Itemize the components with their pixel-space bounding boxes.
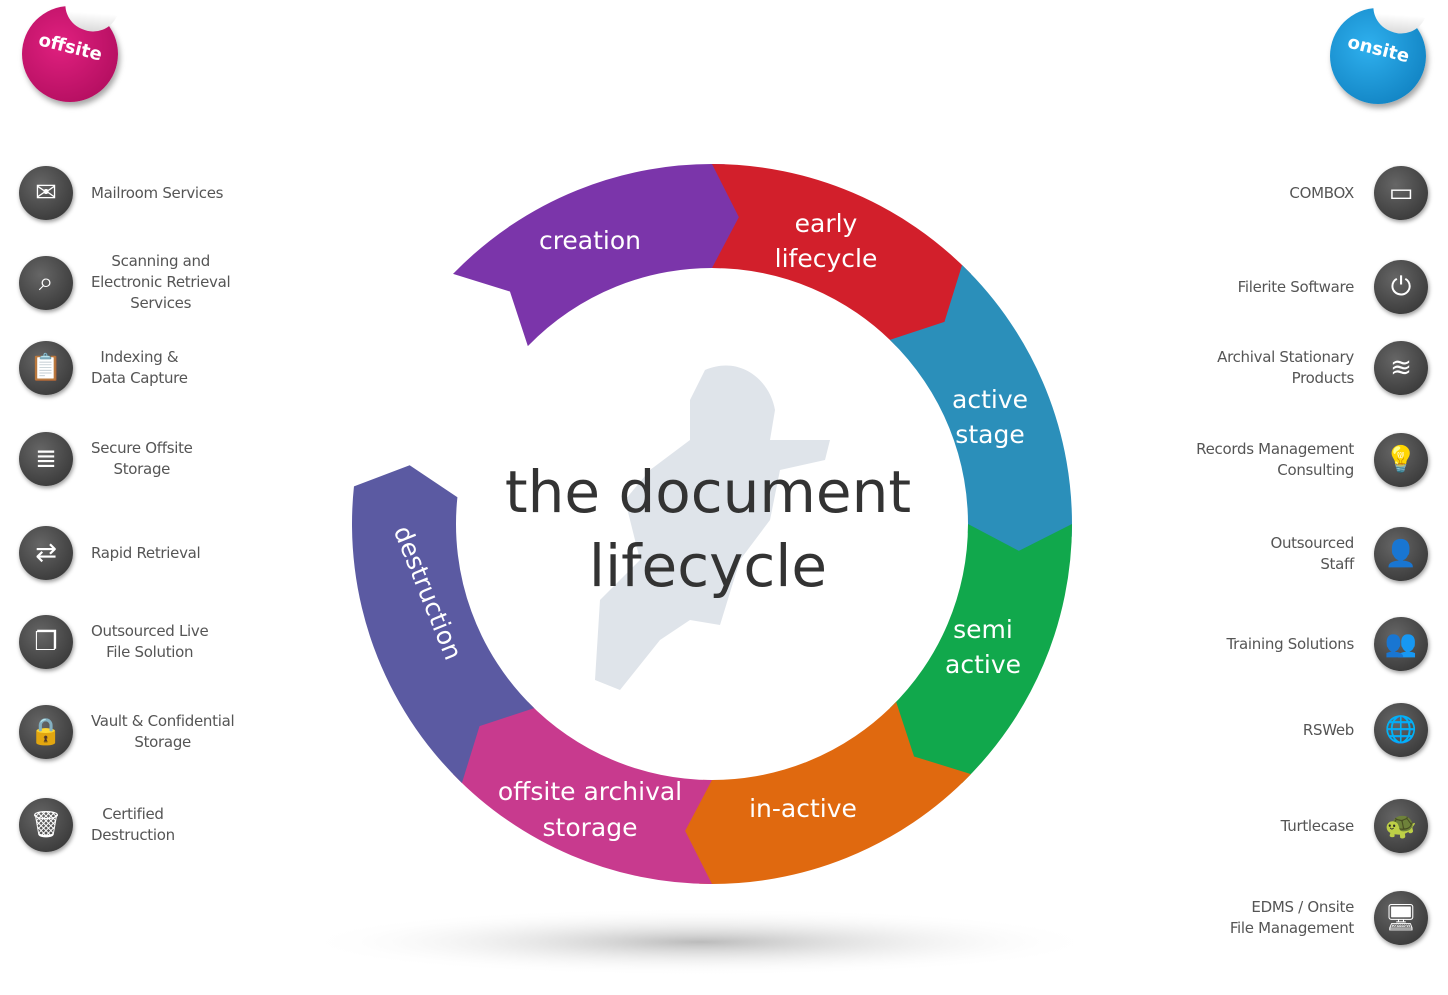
stage-active-label-2: stage <box>955 420 1024 449</box>
service-label: Vault & Confidential Storage <box>91 712 235 751</box>
onsite-service-item[interactable]: 🌐 RSWeb <box>1303 703 1428 757</box>
database-icon: ≣ <box>19 432 73 486</box>
service-label: Outsourced Staff <box>1270 534 1354 573</box>
ring-shadow <box>300 908 1100 976</box>
service-label: Outsourced Live File Solution <box>91 622 209 661</box>
layers-icon: ≋ <box>1374 341 1428 395</box>
stage-creation-label: creation <box>539 226 641 255</box>
stage-offsite-archival-storage-segment <box>453 701 712 884</box>
service-label: Mailroom Services <box>91 183 224 202</box>
service-label: Secure Offsite Storage <box>91 439 193 478</box>
onsite-service-item[interactable]: ≋ Archival Stationary Products <box>1217 341 1428 395</box>
stage-early-lifecycle-segment <box>712 164 971 347</box>
service-label: COMBOX <box>1289 183 1354 202</box>
stage-semi-label-2: active <box>945 650 1021 679</box>
service-label: Scanning and Electronic Retrieval Servic… <box>91 252 231 312</box>
person-icon: 👤 <box>1374 527 1428 581</box>
service-label: Records Management Consulting <box>1196 440 1354 479</box>
lightbulb-icon: 💡 <box>1374 433 1428 487</box>
exchange-arrows-icon: ⇄ <box>19 526 73 580</box>
offsite-service-item[interactable]: ≣ Secure Offsite Storage <box>19 432 193 486</box>
service-label: Filerite Software <box>1237 277 1355 296</box>
onsite-service-item[interactable]: 🖥 EDMS / Onsite File Management <box>1230 891 1428 945</box>
onsite-service-item[interactable]: 👥 Training Solutions <box>1227 617 1428 671</box>
stage-semi-active-segment <box>889 524 1073 783</box>
stage-active-stage-segment <box>889 265 1072 562</box>
offsite-service-item[interactable]: ⇄ Rapid Retrieval <box>19 526 201 580</box>
computer-icon: 🖥 <box>1374 891 1428 945</box>
turtle-icon: 🐢 <box>1374 799 1428 853</box>
stage-early-label-1: early <box>795 209 858 238</box>
offsite-service-item[interactable]: ⌕ Scanning and Electronic Retrieval Servi… <box>19 251 231 314</box>
onsite-service-item[interactable]: 🐢 Turtlecase <box>1281 799 1428 853</box>
stage-active-label-1: active <box>952 385 1028 414</box>
people-icon: 👥 <box>1374 617 1428 671</box>
onsite-service-item[interactable]: ▭ COMBOX <box>1289 166 1428 220</box>
stage-destruction-segment <box>351 465 535 783</box>
service-label: Training Solutions <box>1226 634 1355 653</box>
stage-early-label-2: lifecycle <box>775 244 878 273</box>
stage-in-active-segment <box>674 701 971 884</box>
stage-offsite-label-2: storage <box>543 813 638 842</box>
lion-watermark <box>595 365 830 690</box>
onsite-service-item[interactable]: 👤 Outsourced Staff <box>1270 527 1428 581</box>
padlock-icon: 🔒 <box>19 705 73 759</box>
offsite-service-item[interactable]: ✉ Mailroom Services <box>19 166 224 220</box>
offsite-service-item[interactable]: 🔒 Vault & Confidential Storage <box>19 705 235 759</box>
service-label: Indexing & Data Capture <box>91 348 188 387</box>
envelope-icon: ✉ <box>19 166 73 220</box>
clipboard-icon: 📋 <box>19 341 73 395</box>
onsite-badge: onsite <box>1330 0 1426 104</box>
onsite-service-item[interactable]: ⏻ Filerite Software <box>1238 260 1428 314</box>
offsite-service-item[interactable]: 📋 Indexing & Data Capture <box>19 341 188 395</box>
service-label: Turtlecase <box>1280 816 1355 835</box>
offsite-service-item[interactable]: ❐ Outsourced Live File Solution <box>19 615 209 669</box>
stage-offsite-label-1: offsite archival <box>498 777 682 806</box>
globe-icon: 🌐 <box>1374 703 1428 757</box>
power-icon: ⏻ <box>1374 260 1428 314</box>
diagram-title-line2: lifecycle <box>589 532 827 600</box>
stage-inactive-label: in-active <box>749 794 857 823</box>
service-label: RSWeb <box>1302 720 1354 739</box>
service-label: Certified Destruction <box>91 805 175 844</box>
diagram-title-line1: the document <box>505 458 911 526</box>
stage-creation-segment <box>453 163 750 347</box>
service-label: Rapid Retrieval <box>91 543 201 562</box>
offsite-service-item[interactable]: 🗑 Certified Destruction <box>19 798 175 852</box>
stage-semi-label-1: semi <box>953 615 1013 644</box>
offsite-badge: offsite <box>22 0 118 102</box>
service-label: EDMS / Onsite File Management <box>1229 898 1354 937</box>
tablet-search-icon: ⌕ <box>19 255 73 310</box>
service-label: Archival Stationary Products <box>1217 348 1354 387</box>
trash-icon: 🗑 <box>19 798 73 852</box>
files-icon: ❐ <box>19 615 73 669</box>
onsite-service-item[interactable]: 💡 Records Management Consulting <box>1196 433 1428 487</box>
inbox-tray-icon: ▭ <box>1374 166 1428 220</box>
